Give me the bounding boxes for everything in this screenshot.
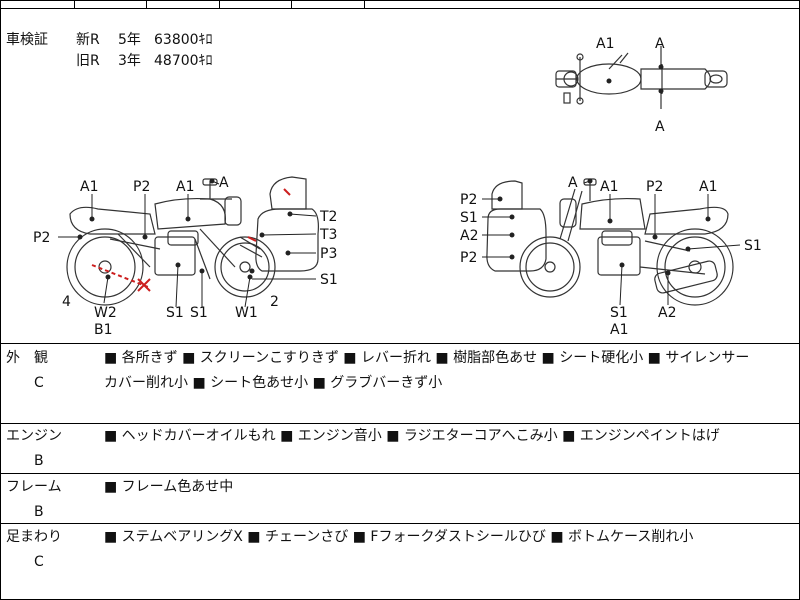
section-divider bbox=[0, 343, 800, 344]
right-label-s1: S1 bbox=[460, 210, 478, 226]
left-label-p2: P2 bbox=[133, 179, 150, 195]
motorcycle-left-view bbox=[66, 176, 319, 306]
grade-label: B bbox=[34, 504, 44, 520]
item-line: カバー削れ小 ■ シート色あせ小 ■ グラブバーきず小 bbox=[104, 375, 443, 391]
item-line: ■ 各所きず ■ スクリーンこすりきず ■ レバー折れ ■ 樹脂部色あせ ■ シ… bbox=[104, 350, 750, 366]
right-label-p2: P2 bbox=[460, 192, 477, 208]
left-label-s1: S1 bbox=[320, 272, 338, 288]
left-label-b1: B1 bbox=[94, 322, 113, 338]
left-label-w1: W1 bbox=[235, 305, 258, 321]
section-divider bbox=[0, 473, 800, 474]
right-label-s1: S1 bbox=[744, 238, 762, 254]
right-label-a1: A1 bbox=[699, 179, 717, 195]
left-label-w2: W2 bbox=[94, 305, 117, 321]
left-label-2: 2 bbox=[270, 294, 279, 310]
left-label-s1: S1 bbox=[190, 305, 208, 321]
section-frame-items: ■ フレーム色あせ中 bbox=[104, 475, 794, 500]
section-divider bbox=[0, 423, 800, 424]
left-label-p2: P2 bbox=[33, 230, 50, 246]
leader-dots bbox=[77, 64, 711, 280]
registration-type: 新R bbox=[76, 32, 100, 48]
leader-lines bbox=[58, 180, 741, 308]
section-engine-category: エンジン B bbox=[6, 424, 94, 474]
damage-marks bbox=[91, 188, 291, 292]
registration-label: 車検証 bbox=[6, 32, 48, 48]
registration-price: 48700ｷﾛ bbox=[154, 53, 213, 69]
left-label-a1: A1 bbox=[176, 179, 194, 195]
section-engine-items: ■ ヘッドカバーオイルもれ ■ エンジン音小 ■ ラジエターコアへこみ小 ■ エ… bbox=[104, 424, 794, 449]
item-line: ■ ステムベアリングX ■ チェーンさび ■ Fフォークダストシールひび ■ ボ… bbox=[104, 529, 694, 545]
section-suspension-items: ■ ステムベアリングX ■ チェーンさび ■ Fフォークダストシールひび ■ ボ… bbox=[104, 525, 794, 550]
left-label-a: A bbox=[219, 175, 229, 191]
category-label: 足まわり bbox=[6, 529, 62, 545]
header-cell bbox=[74, 0, 147, 8]
left-label-t2: T2 bbox=[319, 209, 337, 225]
damage-diagram: A1 A A A1 P2 A1 A T2 T3 P3 S1 P2 4 W2 B1… bbox=[0, 9, 800, 343]
right-label-a1: A1 bbox=[600, 179, 618, 195]
category-label: 外 観 bbox=[6, 350, 48, 366]
header-cell bbox=[0, 0, 75, 8]
top-label-a: A bbox=[655, 36, 665, 52]
section-exterior-category: 外 観 C bbox=[6, 346, 94, 396]
section-suspension-category: 足まわり C bbox=[6, 525, 94, 575]
right-label-a2: A2 bbox=[460, 228, 478, 244]
registration-block: 車検証 新R 5年 63800ｷﾛ 旧R 3年 48700ｷﾛ bbox=[6, 30, 213, 72]
item-line: ■ ヘッドカバーオイルもれ ■ エンジン音小 ■ ラジエターコアへこみ小 ■ エ… bbox=[104, 428, 720, 444]
registration-years: 3年 bbox=[118, 53, 141, 69]
header-strip bbox=[0, 0, 800, 8]
motorcycle-diagram-svg: A1 A A A1 P2 A1 A T2 T3 P3 S1 P2 4 W2 B1… bbox=[33, 36, 762, 338]
registration-price: 63800ｷﾛ bbox=[154, 32, 213, 48]
right-label-a1: A1 bbox=[610, 322, 628, 338]
right-label-s1: S1 bbox=[610, 305, 628, 321]
right-label-p2: P2 bbox=[460, 250, 477, 266]
motorcycle-top-view bbox=[555, 46, 728, 109]
left-label-s1: S1 bbox=[166, 305, 184, 321]
right-label-a2: A2 bbox=[658, 305, 676, 321]
left-label-4: 4 bbox=[62, 294, 71, 310]
grade-label: C bbox=[34, 554, 44, 570]
grade-label: C bbox=[34, 375, 44, 391]
registration-row-old: 旧R 3年 48700ｷﾛ bbox=[6, 51, 213, 72]
right-label-p2: P2 bbox=[646, 179, 663, 195]
right-label-a: A bbox=[568, 175, 578, 191]
registration-type: 旧R bbox=[76, 53, 100, 69]
top-label-a: A bbox=[655, 119, 665, 135]
left-label-a1: A1 bbox=[80, 179, 98, 195]
header-divider bbox=[0, 8, 800, 9]
item-line: ■ フレーム色あせ中 bbox=[104, 479, 234, 495]
grade-label: B bbox=[34, 453, 44, 469]
section-divider bbox=[0, 523, 800, 524]
section-frame-category: フレーム B bbox=[6, 475, 94, 525]
registration-row-new: 車検証 新R 5年 63800ｷﾛ bbox=[6, 30, 213, 51]
category-label: エンジン bbox=[6, 428, 62, 444]
category-label: フレーム bbox=[6, 479, 62, 495]
left-label-p3: P3 bbox=[320, 246, 337, 262]
top-label-a1: A1 bbox=[596, 36, 614, 52]
left-label-t3: T3 bbox=[319, 227, 337, 243]
header-cell bbox=[291, 0, 365, 8]
header-cell bbox=[146, 0, 220, 8]
section-exterior-items: ■ 各所きず ■ スクリーンこすりきず ■ レバー折れ ■ 樹脂部色あせ ■ シ… bbox=[104, 346, 794, 396]
header-cell bbox=[219, 0, 292, 8]
registration-years: 5年 bbox=[118, 32, 141, 48]
